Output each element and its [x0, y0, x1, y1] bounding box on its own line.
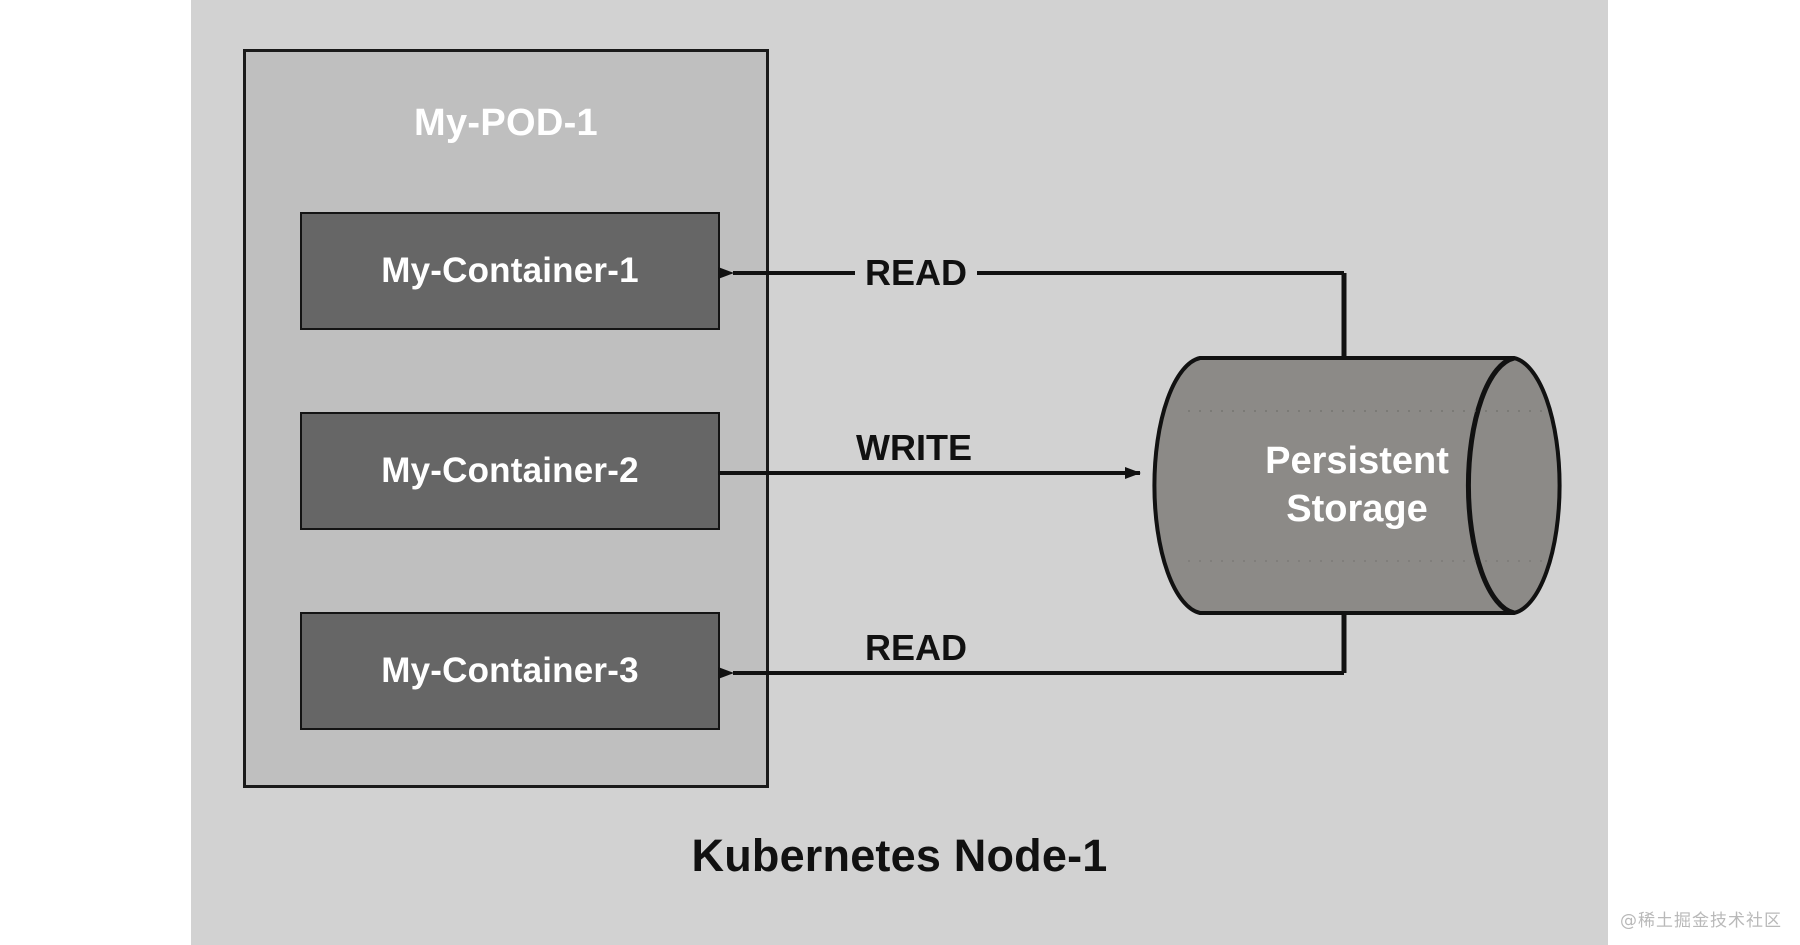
node-title: Kubernetes Node-1 [691, 830, 1108, 881]
container-box-3: My-Container-3 [300, 612, 720, 730]
pod-box: My-POD-1 My-Container-1 My-Container-2 M… [243, 49, 769, 788]
connector-label-write: WRITE [846, 430, 982, 466]
watermark: @稀土掘金技术社区 [1620, 911, 1782, 931]
connector-label-read-bottom: READ [855, 630, 978, 666]
connector-label-read-top: READ [855, 255, 978, 291]
container-box-2: My-Container-2 [300, 412, 720, 530]
container-label-2: My-Container-2 [381, 451, 639, 490]
pod-title: My-POD-1 [414, 102, 598, 144]
cylinder-shape [1152, 355, 1562, 616]
diagram-canvas: My-POD-1 My-Container-1 My-Container-2 M… [191, 0, 1608, 945]
persistent-storage-cylinder: Persistent Storage [1148, 355, 1566, 616]
container-box-1: My-Container-1 [300, 212, 720, 330]
container-label-1: My-Container-1 [381, 251, 639, 290]
container-label-3: My-Container-3 [381, 651, 639, 690]
